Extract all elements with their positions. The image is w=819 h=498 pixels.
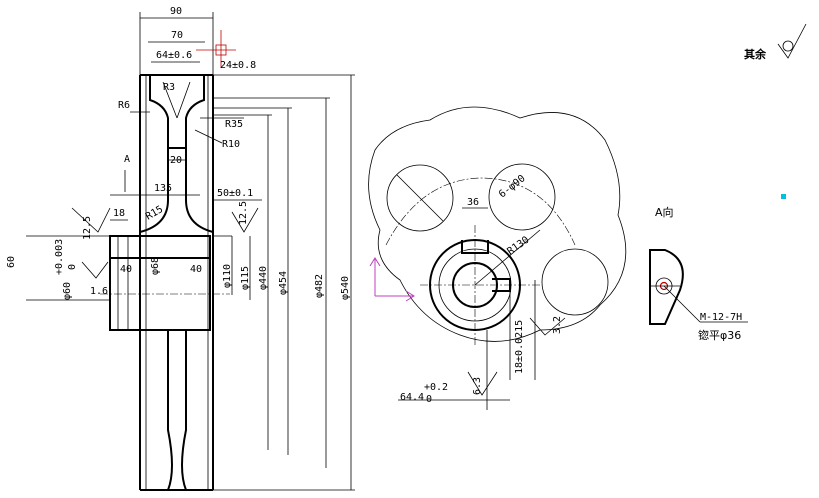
dim-60: 60 (6, 256, 17, 268)
dim-64-4-tol-low: 0 (426, 394, 432, 405)
ucs-axis-icon (369, 257, 415, 302)
break-boundary (368, 106, 627, 342)
dim-24: 24±0.8 (220, 60, 256, 71)
label-A: A (124, 154, 130, 165)
pulley-front-view: 36 6-φ90 R130 18±0.0215 3.2 6.3 64.4 +0.… (368, 106, 627, 410)
dim-40-right: 40 (190, 264, 202, 275)
cad-crosshair-icon (196, 30, 236, 68)
dim-R130: R130 (505, 235, 531, 258)
dim-phi482: φ482 (314, 274, 325, 298)
dim-width-70: 70 (171, 30, 183, 41)
dim-phi60: φ60 (62, 282, 73, 300)
dim-R3: R3 (163, 82, 175, 93)
lightening-hole-3 (541, 248, 609, 316)
dim-phi68: φ68 (150, 257, 161, 275)
dim-phi110: φ110 (222, 264, 233, 288)
dim-12-5-right: 12.5 (238, 201, 249, 225)
dim-36: 36 (467, 197, 479, 208)
dim-phi454: φ454 (278, 271, 289, 295)
thread-spec: M-12-7H (700, 312, 742, 323)
dim-phi440: φ440 (258, 266, 269, 290)
dim-50: 50±0.1 (217, 188, 253, 199)
dim-phi60-tol: +0.003 (54, 239, 65, 275)
dim-40-left: 40 (120, 264, 132, 275)
spotface-spec: 锪平φ36 (698, 329, 741, 342)
pulley-side-view: 90 70 64±0.6 24±0.8 R3 R6 R35 R10 20 A 1… (6, 6, 355, 491)
surface-roughness-note: 其余 (744, 23, 807, 61)
dim-18-0215: 18±0.0215 (514, 320, 525, 374)
dim-12-5-left: 12.5 (82, 216, 93, 240)
dim-135: 135 (154, 183, 172, 194)
dim-groove-64: 64±0.6 (156, 50, 192, 61)
dim-R35: R35 (225, 119, 243, 130)
dim-3-2: 3.2 (552, 316, 563, 334)
dim-phi60-tol-low: 0 (67, 264, 78, 270)
dim-20: 20 (170, 155, 182, 166)
hub-top (109, 235, 211, 259)
surface-note-text: 其余 (744, 47, 767, 61)
dim-18: 18 (113, 208, 125, 219)
lightening-hole-2 (488, 163, 556, 231)
dim-width-90: 90 (170, 6, 182, 17)
detail-view-A: A向 M-12-7H 锪平φ36 (649, 205, 748, 342)
lightening-hole-1 (386, 164, 454, 232)
dim-1-6: 1.6 (90, 286, 108, 297)
dim-6-3: 6.3 (472, 377, 483, 395)
detail-outline (649, 249, 684, 325)
dim-64-4: 64.4 (400, 392, 424, 403)
detail-title: A向 (655, 205, 674, 219)
cad-grip-marker (781, 194, 786, 199)
dim-phi540: φ540 (340, 276, 351, 300)
roughness-symbol-icon (777, 23, 807, 59)
dim-R6: R6 (118, 100, 130, 111)
dim-64-4-tol: +0.2 (424, 382, 448, 393)
dim-R10: R10 (222, 139, 240, 150)
dim-phi115: φ115 (240, 266, 251, 290)
